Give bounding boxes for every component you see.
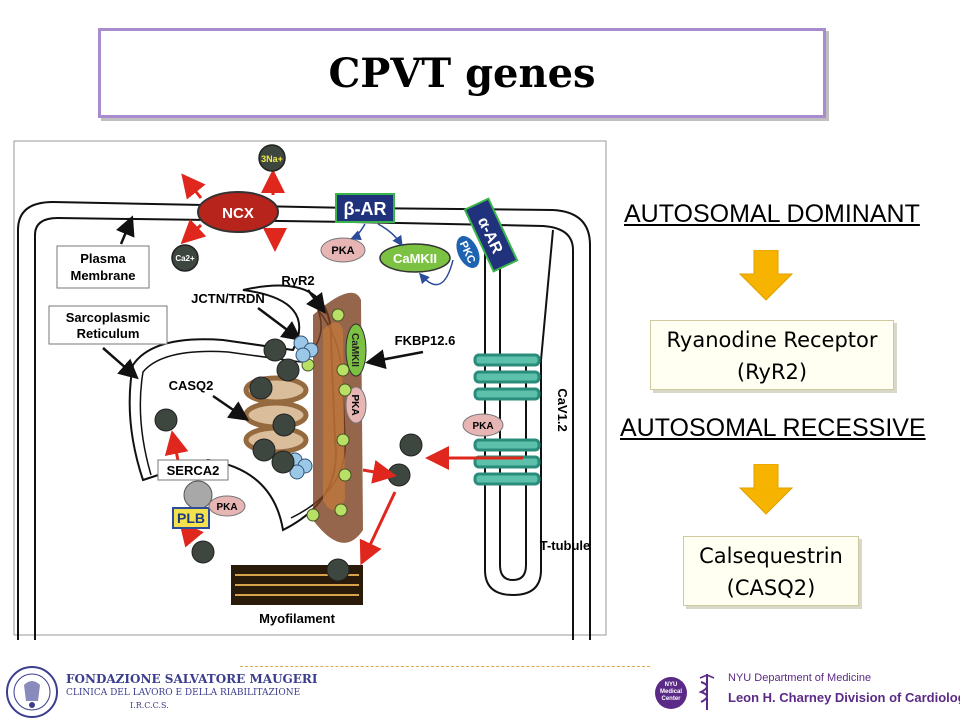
na-label: 3Na+ [261, 154, 283, 164]
caduceus-icon [698, 674, 715, 710]
jctn-label: JCTN/TRDN [191, 291, 265, 306]
plb-pka-label: PKA [216, 502, 237, 513]
nyu-badge-line2: Medical [659, 689, 682, 695]
beta-ar-label: β-AR [344, 199, 387, 219]
nyu-division: Leon H. Charney Division of Cardiology [728, 690, 960, 705]
nyu-badge-line1: NYU [664, 682, 678, 688]
ryr-camkii-label: CaMKII [349, 333, 360, 367]
sr-line2: Reticulum [77, 326, 140, 341]
ca-label: Ca2+ [175, 254, 195, 263]
sr-line1: Sarcoplasmic [66, 310, 151, 325]
ryr2-line2: (RyR2) [736, 360, 808, 384]
plb-pka [208, 495, 246, 517]
serca2-box [157, 459, 229, 481]
autosomal-dominant-heading: AUTOSOMAL DOMINANT [624, 200, 920, 228]
plasma-membrane-line2: Membrane [70, 268, 135, 283]
casq2-gene-box: Calsequestrin (CASQ2) [683, 536, 859, 606]
down-arrow-icon [738, 464, 794, 515]
fkbp-label: FKBP12.6 [395, 333, 456, 348]
pka-label: PKA [331, 245, 354, 257]
nyu-logo: NYU Medical Center NYU Department of Med… [652, 668, 960, 718]
cav-pka-label: PKA [472, 421, 493, 432]
fsm-irccs: I.R.C.C.S. [130, 701, 169, 710]
fsm-seal-icon [6, 666, 58, 718]
ryr-pka-label: PKA [349, 394, 360, 415]
casq2-line2: (CASQ2) [726, 576, 816, 600]
nyu-badge-icon [655, 677, 687, 709]
nyu-department: NYU Department of Medicine [728, 672, 872, 684]
beta-ar-receptor [335, 193, 395, 223]
cav-label: CaV1.2 [555, 388, 570, 431]
ca-ion [171, 244, 199, 272]
nyu-badge-line3: Center [661, 696, 681, 702]
autosomal-recessive-heading: AUTOSOMAL RECESSIVE [620, 414, 926, 442]
slide-title: CPVT genes [328, 49, 596, 97]
serca2-pump [183, 480, 213, 510]
ttubule-label: T-tubule [540, 538, 591, 553]
cav-pka [462, 413, 504, 437]
plasma-membrane-box [56, 245, 150, 289]
fsm-name: FONDAZIONE SALVATORE MAUGERI [66, 672, 318, 686]
ryr2-gene-box: Ryanodine Receptor (RyR2) [650, 320, 894, 390]
plb-label: PLB [177, 510, 205, 526]
ryr-pka [345, 386, 367, 424]
plb-box [172, 507, 210, 529]
fsm-subtitle: CLINICA DEL LAVORO E DELLA RIABILITAZION… [66, 688, 301, 698]
ncx-exchanger [197, 191, 279, 233]
ryr-camkii [345, 323, 367, 377]
ryr2-label: RyR2 [281, 273, 314, 288]
ncx-label: NCX [222, 205, 254, 222]
casq2-label: CASQ2 [169, 378, 214, 393]
title-box: CPVT genes [98, 28, 826, 118]
plasma-membrane-line1: Plasma [80, 251, 126, 266]
pkc-bubble [456, 236, 480, 268]
pka-bubble [320, 237, 366, 263]
casq2-line1: Calsequestrin [699, 544, 843, 568]
alpha-ar-receptor [463, 197, 519, 273]
down-arrow-icon [738, 250, 794, 301]
camkii-bubble [379, 243, 451, 273]
fsm-logo: FONDAZIONE SALVATORE MAUGERI CLINICA DEL… [0, 663, 318, 720]
sr-box [48, 305, 168, 345]
myofilament-label: Myofilament [259, 611, 336, 626]
na-ion [258, 144, 286, 172]
ryr2-line1: Ryanodine Receptor [666, 328, 878, 352]
cpvt-cell-diagram: Myofilament NCX 3Na+ Ca2+ β-AR α-AR PKA … [13, 140, 607, 640]
footer-divider [240, 666, 650, 667]
serca2-label: SERCA2 [167, 463, 220, 478]
camkii-label: CaMKII [393, 251, 437, 266]
